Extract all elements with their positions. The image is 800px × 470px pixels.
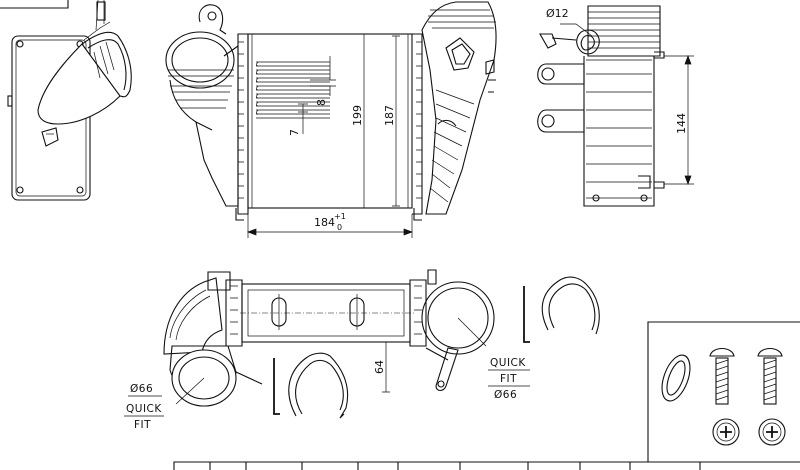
dim-side-height-144: 144 [675, 113, 688, 134]
dim-width-tol-plus: +1 [334, 212, 346, 221]
view-outlet-pipe [421, 1, 497, 215]
dim-top-depth-64: 64 [373, 360, 386, 374]
view-front-elevation [165, 4, 423, 238]
screw-icon [757, 347, 783, 405]
label-left-quick: QUICK [126, 403, 162, 415]
fin-detail [256, 61, 330, 119]
dim-height-187: 187 [383, 105, 396, 126]
dim-height-199: 199 [351, 105, 364, 126]
screw-icon [709, 347, 735, 405]
dim-width-184: 184 [314, 216, 335, 229]
dim-width-tol-zero: 0 [337, 223, 342, 232]
dim-fin-pitch: 8 [315, 99, 328, 106]
dim-tube-gap: 7 [288, 129, 301, 136]
label-left-fit: FIT [134, 419, 151, 431]
view-left-isometric [7, 0, 132, 201]
view-side-elevation [537, 5, 694, 207]
kit-box [647, 321, 800, 462]
view-top [163, 269, 600, 419]
label-right-fit: FIT [500, 373, 517, 385]
label-left-diameter: Ø66 [130, 383, 153, 395]
label-right-diameter: Ø66 [494, 389, 517, 401]
dim-hose-dia: Ø12 [546, 7, 569, 20]
screw-head-icon [758, 418, 786, 446]
label-right-quick: QUICK [490, 357, 526, 369]
title-block [173, 461, 800, 470]
top-left-frame [0, 0, 69, 9]
screw-head-icon [712, 418, 740, 446]
o-ring-icon [661, 354, 691, 402]
